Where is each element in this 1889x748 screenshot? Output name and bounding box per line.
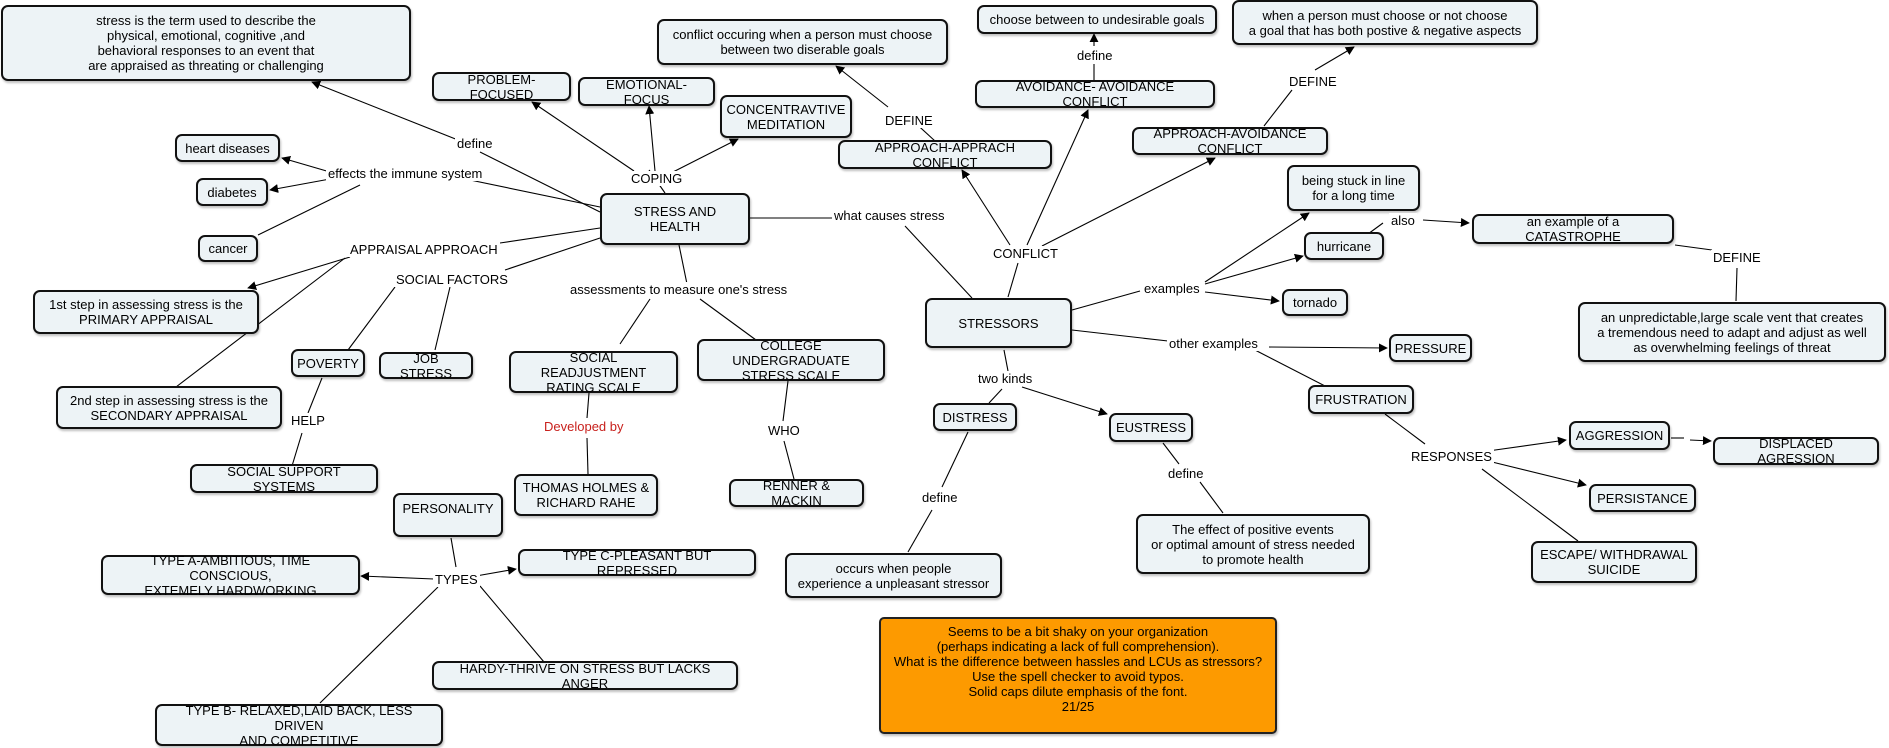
responses-label: RESPONSES <box>1409 449 1494 464</box>
renner-mackin-node[interactable]: RENNER & MACKIN <box>729 478 864 508</box>
holmes-rahe-node[interactable]: THOMAS HOLMES & RICHARD RAHE <box>514 474 658 516</box>
social-factors-label: SOCIAL FACTORS <box>394 272 510 287</box>
stressors-node[interactable]: STRESSORS <box>925 298 1072 348</box>
social-support-systems-node[interactable]: SOCIAL SUPPORT SYSTEMS <box>190 464 378 494</box>
conflict-label: CONFLICT <box>991 246 1060 261</box>
define-caps-label: DEFINE <box>883 113 935 128</box>
what-causes-stress-label: what causes stress <box>832 208 947 223</box>
define-caps-label: DEFINE <box>1287 74 1339 89</box>
distress-node[interactable]: DISTRESS <box>933 403 1017 431</box>
stress-and-health-node[interactable]: STRESS AND HEALTH <box>600 193 750 245</box>
unpleasant-stressor-node[interactable]: occurs when people experience a unpleasa… <box>785 553 1002 598</box>
coping-label: COPING <box>629 171 685 186</box>
displaced-aggression-node[interactable]: DISPLACED AGRESSION <box>1713 436 1879 466</box>
type-b-node[interactable]: TYPE B- RELAXED,LAID BACK, LESS DRIVEN A… <box>155 703 443 748</box>
diabetes-node[interactable]: diabetes <box>196 178 268 206</box>
eustress-node[interactable]: EUSTRESS <box>1109 413 1193 442</box>
escape-withdrawal-node[interactable]: ESCAPE/ WITHDRAWAL SUICIDE <box>1531 541 1697 583</box>
concentrative-meditation-node[interactable]: CONCENTRAVTIVE MEDITATION <box>720 95 852 138</box>
help-label: HELP <box>289 413 327 428</box>
who-label: WHO <box>766 423 802 438</box>
assessments-label: assessments to measure one's stress <box>568 282 790 297</box>
avoidance-avoidance-conflict-node[interactable]: AVOIDANCE- AVOIDANCE CONFLICT <box>975 79 1215 109</box>
heart-diseases-node[interactable]: heart diseases <box>175 134 280 162</box>
approach-avoidance-conflict-node[interactable]: APPROACH-AVOIDANCE CONFLICT <box>1132 126 1328 156</box>
developed-by-label: Developed by <box>542 419 626 434</box>
poverty-node[interactable]: POVERTY <box>291 349 365 377</box>
type-a-node[interactable]: TYPE A-AMBITIOUS, TIME CONSCIOUS, EXTEME… <box>101 553 360 598</box>
instructor-feedback-box[interactable]: Seems to be a bit shaky on your organiza… <box>879 617 1277 734</box>
personality-node[interactable]: PERSONALITY <box>393 493 503 537</box>
catastrophe-example-node[interactable]: an example of a CATASTROPHE <box>1472 214 1674 244</box>
effects-immune-label: effects the immune system <box>326 166 485 181</box>
define-label: define <box>920 490 960 505</box>
problem-focused-node[interactable]: PROBLEM-FOCUSED <box>432 72 571 102</box>
aggression-node[interactable]: AGGRESSION <box>1569 421 1670 450</box>
conflict-definition-node[interactable]: conflict occuring when a person must cho… <box>657 19 948 65</box>
emotional-focus-node[interactable]: EMOTIONAL-FOCUS <box>578 77 715 107</box>
frustration-node[interactable]: FRUSTRATION <box>1308 385 1414 414</box>
appraisal-approach-label: APPRAISAL APPROACH <box>348 242 500 257</box>
persistance-node[interactable]: PERSISTANCE <box>1589 484 1696 512</box>
two-kinds-label: two kinds <box>976 371 1035 386</box>
approach-avoidance-definition-node[interactable]: when a person must choose or not choose … <box>1232 0 1538 45</box>
cancer-node[interactable]: cancer <box>198 235 258 262</box>
primary-appraisal-node[interactable]: 1st step in assessing stress is the PRIM… <box>33 290 259 334</box>
define-label: define <box>1075 48 1115 63</box>
define-label: define <box>455 136 495 151</box>
examples-label: examples <box>1142 281 1202 296</box>
type-c-node[interactable]: TYPE C-PLEASANT BUT REPRESSED <box>518 548 756 578</box>
secondary-appraisal-node[interactable]: 2nd step in assessing stress is the SECO… <box>56 386 282 429</box>
approach-approach-conflict-node[interactable]: APPROACH-APPRACH CONFLICT <box>838 140 1052 170</box>
social-readjustment-scale-node[interactable]: SOCIAL READJUSTMENT RATING SCALE <box>509 350 678 395</box>
pressure-node[interactable]: PRESSURE <box>1389 334 1472 362</box>
define-label: define <box>1166 466 1206 481</box>
stuck-in-line-node[interactable]: being stuck in line for a long time <box>1287 165 1420 211</box>
job-stress-node[interactable]: JOB STRESS <box>379 351 473 381</box>
catastrophe-definition-node[interactable]: an unpredictable,large scale vent that c… <box>1578 302 1886 362</box>
hardy-node[interactable]: HARDY-THRIVE ON STRESS BUT LACKS ANGER <box>432 661 738 691</box>
define-caps-label: DEFINE <box>1711 250 1763 265</box>
hurricane-node[interactable]: hurricane <box>1304 232 1384 260</box>
tornado-node[interactable]: tornado <box>1282 289 1348 316</box>
types-label: TYPES <box>433 572 480 587</box>
avoidance-definition-node[interactable]: choose between to undesirable goals <box>977 5 1217 34</box>
college-stress-scale-node[interactable]: COLLEGE UNDERGRADUATE STRESS SCALE <box>697 338 885 383</box>
stress-definition-node[interactable]: stress is the term used to describe the … <box>1 5 411 81</box>
eustress-definition-node[interactable]: The effect of positive events or optimal… <box>1136 514 1370 574</box>
also-label: also <box>1389 213 1417 228</box>
other-examples-label: other examples <box>1167 336 1260 351</box>
